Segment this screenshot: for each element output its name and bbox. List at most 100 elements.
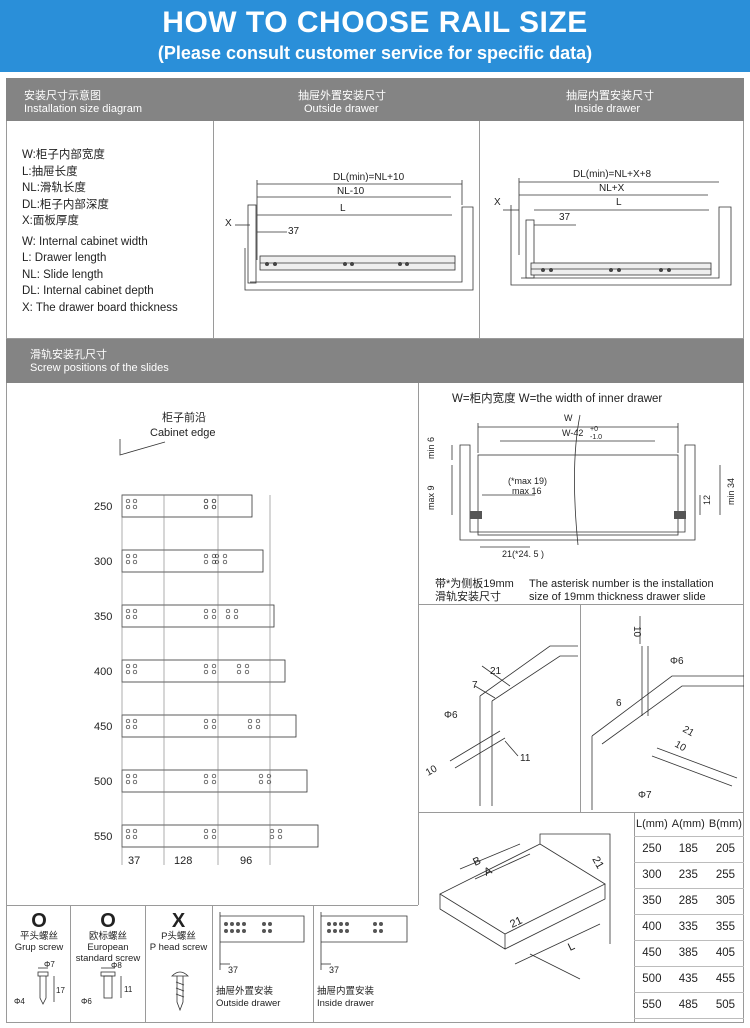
screw-hole — [222, 559, 228, 565]
dr-phi7: Φ7 — [638, 790, 652, 801]
outside-dl-label: DL(min)=NL+10 — [333, 172, 405, 183]
outside-37-label: 37 — [288, 226, 300, 237]
note-cn-1: 带*为侧板19mm — [435, 578, 514, 590]
size-cell: 400 — [634, 914, 670, 941]
table-row: 500 435 455 — [634, 966, 744, 993]
size-cell: 405 — [706, 940, 744, 967]
screw-hole — [203, 553, 209, 559]
screw-hole — [258, 773, 264, 779]
screw-hole — [132, 828, 138, 834]
screw-hole — [203, 669, 209, 675]
slide-length-label: 250 — [94, 501, 112, 513]
legend-cn-x: X:面板厚度 — [22, 215, 79, 227]
col3-title-en: Inside drawer — [574, 103, 641, 115]
divider — [212, 905, 213, 1023]
inside-mount-en: Inside drawer — [317, 998, 375, 1009]
slide-row-450: 450 — [94, 714, 297, 738]
box-l: L — [566, 940, 577, 953]
screw-hole — [203, 718, 209, 724]
screw-hole — [125, 718, 131, 724]
inside-x-label: X — [494, 197, 501, 208]
grup-phi4: Φ4 — [14, 997, 25, 1006]
screw-hole — [225, 614, 231, 620]
divider — [313, 905, 314, 1023]
col1-title-en: Installation size diagram — [24, 103, 143, 115]
size-table: L(mm) A(mm) B(mm) 250 185 205 300 235 25… — [634, 812, 744, 1019]
inside-mount-diagram — [320, 912, 408, 970]
screw-hole — [125, 504, 131, 510]
wd-w: W — [564, 413, 573, 423]
screw-hole — [203, 498, 209, 504]
screw-hole — [244, 663, 250, 669]
wd-max16: max 16 — [512, 486, 542, 496]
inside-mount-cn: 抽屉内置安装 — [317, 986, 375, 997]
screw-hole — [203, 608, 209, 614]
screw-hole — [255, 724, 261, 730]
screw-hole — [203, 828, 209, 834]
screw-hole — [211, 718, 217, 724]
wd-min34: min 34 — [726, 478, 736, 505]
slide-dim-label: 96 — [240, 855, 252, 867]
outside-nl-label: NL-10 — [337, 186, 365, 197]
grup-17: 17 — [56, 986, 65, 995]
box-21a: 21 — [589, 855, 606, 872]
screw-hole — [125, 608, 131, 614]
size-cell: 235 — [669, 862, 707, 889]
size-cell: 500 — [634, 966, 670, 993]
legend-en-x: X: The drawer board thickness — [22, 301, 178, 314]
slide-length-label: 450 — [94, 721, 112, 733]
size-cell: 485 — [669, 992, 707, 1019]
wd-tol-minus: -1.0 — [590, 434, 602, 441]
dl-11: 11 — [520, 753, 531, 764]
divider — [418, 604, 744, 605]
screw-hole — [211, 779, 217, 785]
inside-l-label: L — [616, 197, 622, 208]
page-subtitle: (Please consult customer service for spe… — [157, 43, 593, 63]
slide-length-label: 550 — [94, 831, 112, 843]
table-row: 550 485 505 — [634, 992, 744, 1019]
outside-l-label: L — [340, 203, 346, 214]
size-cell: 355 — [706, 914, 744, 941]
note-en-2: size of 19mm thickness drawer slide — [529, 591, 706, 603]
screw-hole — [236, 669, 242, 675]
divider — [418, 383, 419, 905]
screw-hole — [277, 828, 283, 834]
euro-phi8: Φ8 — [111, 961, 122, 970]
grup-screw-symbol: O — [31, 910, 47, 932]
grup-screw-cn: 平头螺丝 — [19, 931, 58, 942]
box-a: A — [482, 864, 494, 878]
size-cell: 335 — [669, 914, 707, 941]
screw-hole — [211, 669, 217, 675]
euro-screw-en2: standard screw — [75, 953, 141, 964]
screw-hole — [132, 663, 138, 669]
euro-11: 11 — [124, 985, 133, 994]
legend-en-w: W: Internal cabinet width — [22, 235, 148, 248]
screw-hole — [125, 553, 131, 559]
screw-hole — [225, 608, 231, 614]
dr-10: 10 — [631, 626, 642, 638]
screw-hole — [132, 718, 138, 724]
inside-dl-label: DL(min)=NL+X+8 — [573, 169, 652, 180]
slide-outline — [121, 604, 275, 628]
divider — [145, 905, 146, 1023]
table-row: 300 235 255 — [634, 862, 744, 889]
dl-7: 7 — [472, 680, 478, 691]
slide-length-label: 400 — [94, 666, 112, 678]
screw-hole — [211, 608, 217, 614]
wd-min6: min 6 — [426, 437, 436, 459]
screw-hole — [211, 724, 217, 730]
screw-hole — [222, 553, 228, 559]
screw-hole — [125, 559, 131, 565]
note-en-1: The asterisk number is the installation — [529, 578, 714, 590]
screw-hole — [132, 559, 138, 565]
screw-hole — [125, 834, 131, 840]
drill-diagram-left: 21 7 Φ6 10 11 — [424, 645, 578, 806]
section2-title-cn: 滑轨安装孔尺寸 — [30, 349, 107, 361]
screw-hole — [211, 828, 217, 834]
wd-21: 21(*24. 5 ) — [502, 549, 544, 559]
screw-hole — [211, 773, 217, 779]
wd-tol-plus: +0 — [590, 426, 598, 433]
screw-hole — [211, 553, 217, 559]
section2-frame — [6, 383, 744, 1023]
